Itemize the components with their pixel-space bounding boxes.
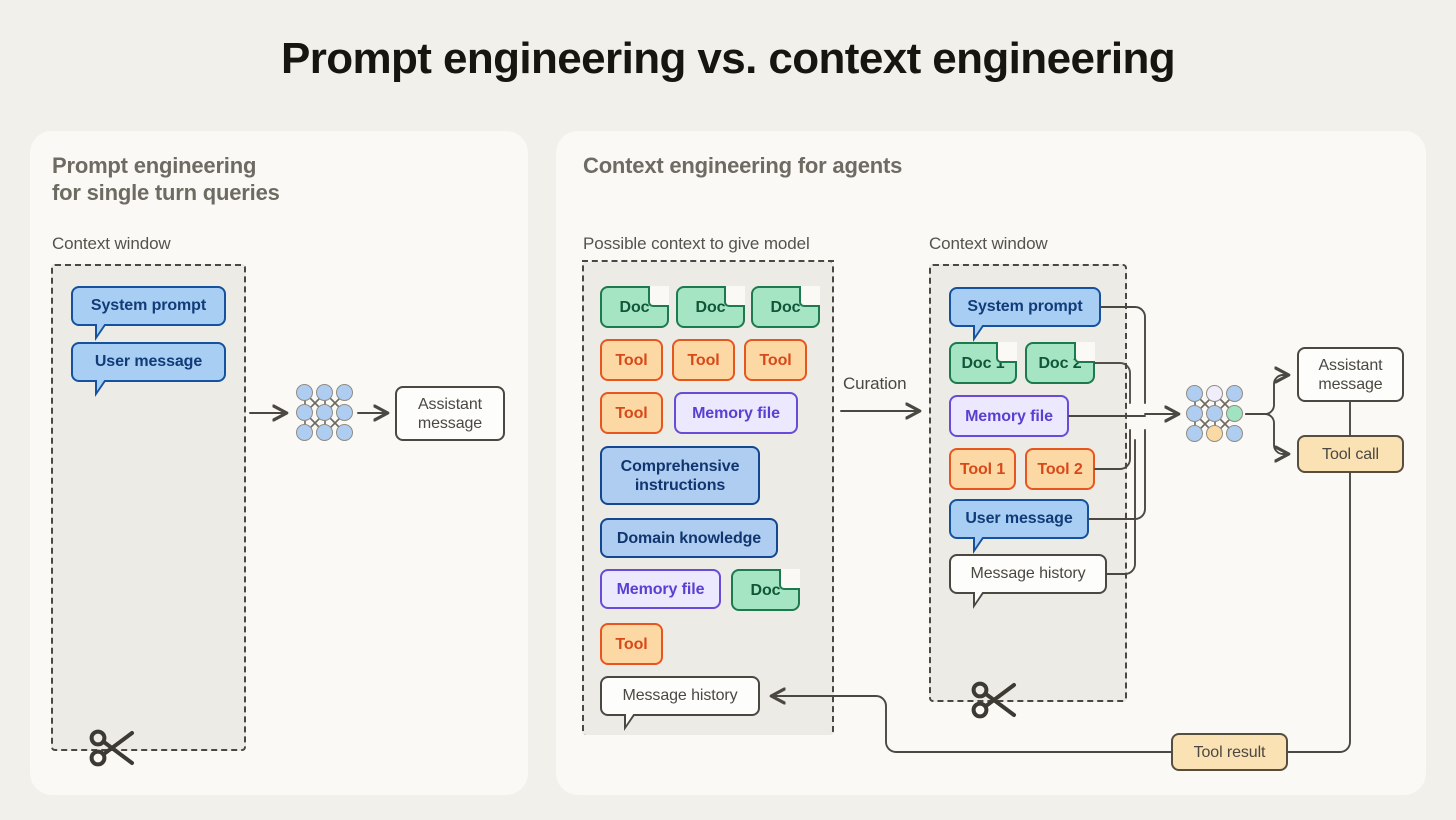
pool-item-memory-file[interactable]: Memory file: [674, 392, 798, 434]
neural-network-icon: [1186, 385, 1244, 443]
net-node: [1186, 385, 1203, 402]
curation-label: Curation: [843, 374, 907, 393]
ctx-item-user-message[interactable]: User message: [949, 499, 1089, 554]
net-node: [1186, 425, 1203, 442]
ctx-item-label: System prompt: [949, 287, 1101, 327]
pool-item-label: Doc: [619, 298, 650, 316]
page-fold-icon: [996, 342, 1017, 363]
page-fold-icon: [1074, 342, 1095, 363]
ctx-item-tool-1[interactable]: Tool 1: [949, 448, 1016, 490]
pool-item-label: Doc: [750, 581, 781, 599]
net-node: [1186, 405, 1203, 422]
right-context-window-label: Context window: [929, 234, 1048, 253]
pool-item-domain-knowledge[interactable]: Domain knowledge: [600, 518, 778, 558]
pool-item-label: Doc: [770, 298, 801, 316]
left-item-system-prompt-label: System prompt: [71, 286, 226, 326]
pool-item-label: Tool: [759, 351, 792, 369]
output-tool-call-label: Tool call: [1322, 445, 1379, 463]
feedback-tool-result[interactable]: Tool result: [1171, 733, 1288, 771]
right-panel-heading: Context engineering for agents: [583, 153, 903, 178]
output-assistant-message-label: Assistant message: [1318, 356, 1383, 393]
ctx-item-message-history[interactable]: Message history: [949, 554, 1107, 609]
left-panel-heading: Prompt engineering for single turn queri…: [52, 153, 280, 205]
ctx-item-label: Tool 1: [959, 460, 1006, 478]
net-node: [296, 384, 313, 401]
pool-item-doc[interactable]: Doc: [676, 286, 745, 328]
scissors-icon: [88, 726, 142, 777]
page-fold-icon: [799, 286, 820, 307]
left-output-assistant-message-label: Assistant message: [417, 395, 483, 432]
pool-item-label: Tool: [615, 404, 648, 422]
pool-item-label: Doc: [695, 298, 726, 316]
pool-item-label: Memory file: [616, 580, 705, 598]
net-node: [316, 424, 333, 441]
pool-item-tool[interactable]: Tool: [600, 339, 663, 381]
ctx-item-tool-2[interactable]: Tool 2: [1025, 448, 1095, 490]
ctx-item-label: Doc 2: [1038, 354, 1082, 372]
net-node: [1226, 385, 1243, 402]
net-node: [296, 404, 313, 421]
ctx-item-doc-2[interactable]: Doc 2: [1025, 342, 1095, 384]
net-node: [1226, 405, 1243, 422]
net-node: [1206, 385, 1223, 402]
ctx-item-doc-1[interactable]: Doc 1: [949, 342, 1017, 384]
left-item-user-message-label: User message: [71, 342, 226, 382]
net-node: [316, 404, 333, 421]
pool-label: Possible context to give model: [583, 234, 810, 253]
net-node: [1206, 425, 1223, 442]
bubble-tail-fill-icon: [975, 536, 986, 548]
output-assistant-message[interactable]: Assistant message: [1297, 347, 1404, 402]
pool-item-doc[interactable]: Doc: [600, 286, 669, 328]
ctx-item-system-prompt[interactable]: System prompt: [949, 287, 1101, 342]
pool-item-tool[interactable]: Tool: [600, 623, 663, 665]
net-node: [1226, 425, 1243, 442]
ctx-item-label: Doc 1: [961, 354, 1005, 372]
pool-item-doc[interactable]: Doc: [731, 569, 800, 611]
net-node: [296, 424, 313, 441]
pool-item-label: Comprehensive instructions: [620, 457, 740, 494]
bubble-tail-fill-icon: [975, 591, 986, 603]
left-context-window: [51, 264, 246, 751]
pool-item-tool[interactable]: Tool: [600, 392, 663, 434]
left-item-system-prompt[interactable]: System prompt: [71, 286, 226, 341]
page-fold-icon: [724, 286, 745, 307]
pool-item-message-history[interactable]: Message history: [600, 676, 760, 731]
net-node: [336, 384, 353, 401]
pool-item-label: Domain knowledge: [616, 529, 762, 547]
pool-item-doc[interactable]: Doc: [751, 286, 820, 328]
pool-item-comprehensive-instructions[interactable]: Comprehensive instructions: [600, 446, 760, 505]
feedback-tool-result-label: Tool result: [1193, 743, 1266, 761]
pool-item-label: Memory file: [692, 404, 780, 422]
pool-item-label: Message history: [600, 676, 760, 716]
ctx-item-label: Tool 2: [1037, 460, 1083, 478]
ctx-item-memory-file[interactable]: Memory file: [949, 395, 1069, 437]
ctx-item-label: Memory file: [965, 407, 1053, 425]
output-tool-call[interactable]: Tool call: [1297, 435, 1404, 473]
pool-item-tool[interactable]: Tool: [672, 339, 735, 381]
left-output-assistant-message[interactable]: Assistant message: [395, 386, 505, 441]
net-node: [1206, 405, 1223, 422]
bubble-tail-fill-icon: [626, 713, 637, 725]
page-fold-icon: [779, 569, 800, 590]
ctx-item-label: User message: [949, 499, 1089, 539]
page-title: Prompt engineering vs. context engineeri…: [280, 34, 1176, 83]
scissors-icon: [970, 678, 1024, 729]
net-node: [316, 384, 333, 401]
left-context-window-label: Context window: [52, 234, 171, 253]
pool-item-label: Tool: [687, 351, 720, 369]
pool-item-memory-file[interactable]: Memory file: [600, 569, 721, 609]
pool-item-tool[interactable]: Tool: [744, 339, 807, 381]
page-fold-icon: [648, 286, 669, 307]
bubble-tail-fill-icon: [975, 324, 986, 336]
net-node: [336, 424, 353, 441]
neural-network-icon: [296, 384, 354, 442]
bubble-tail-fill-icon: [97, 323, 108, 335]
net-node: [336, 404, 353, 421]
pool-item-label: Tool: [615, 635, 648, 653]
bubble-tail-fill-icon: [97, 379, 108, 391]
ctx-item-label: Message history: [949, 554, 1107, 594]
left-item-user-message[interactable]: User message: [71, 342, 226, 397]
pool-item-label: Tool: [615, 351, 648, 369]
